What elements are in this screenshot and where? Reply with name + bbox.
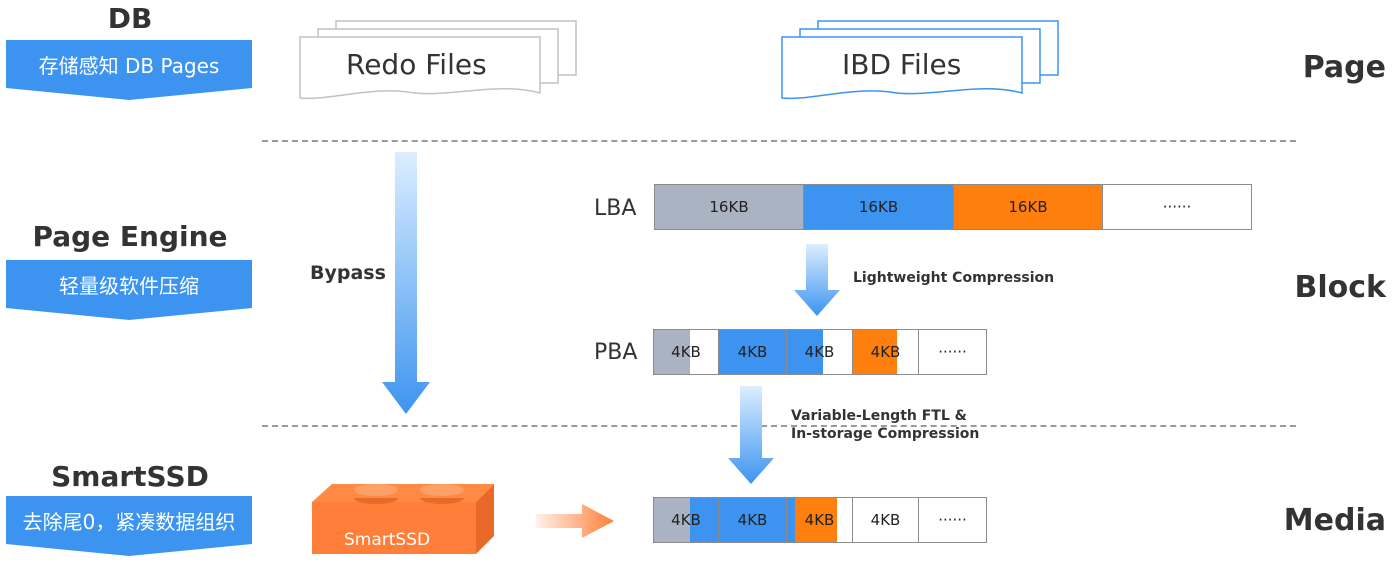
media-segment-text: 4KB <box>671 511 701 529</box>
pba-segment: 4KB <box>654 330 719 374</box>
ftl-label-line1: Variable-Length FTL & <box>791 408 967 424</box>
lba-segment: 16KB <box>804 185 954 229</box>
smartssd-device-label: SmartSSD <box>344 530 431 550</box>
pba-segment-text: 4KB <box>870 343 901 361</box>
smartssd-layer-tag-tail <box>6 544 252 556</box>
redo-files-icon <box>299 20 577 100</box>
compression-arrow-icon <box>794 244 840 316</box>
right-label-block: Block <box>1294 270 1387 305</box>
lba-label: LBA <box>594 196 637 221</box>
page-engine-layer-tag: 轻量级软件压缩 <box>6 260 252 308</box>
right-label-page: Page <box>1302 50 1386 85</box>
bypass-arrow-icon <box>382 152 430 414</box>
media-segment: 4KB <box>853 498 919 542</box>
smartssd-layer-title: SmartSSD <box>51 460 209 493</box>
lba-segment-ellipsis: ······ <box>1103 185 1251 229</box>
lba-segment: 16KB <box>655 185 804 229</box>
pba-bar: 4KB 4KB 4KB 4KB ······ <box>653 329 987 375</box>
lightweight-compression-label: Lightweight Compression <box>853 270 1055 286</box>
pba-segment-text: 4KB <box>671 343 701 361</box>
divider-page-block <box>262 140 1296 142</box>
ftl-arrow-icon <box>728 386 774 484</box>
pba-segment: 4KB <box>719 330 787 374</box>
smartssd-layer-tag: 去除尾0，紧凑数据组织 <box>6 496 252 544</box>
device-to-media-arrow-icon <box>536 504 614 538</box>
page-engine-layer-title: Page Engine <box>32 220 228 253</box>
ibd-files-label: IBD Files <box>842 48 962 81</box>
media-segment: 4KB <box>654 498 719 542</box>
db-layer-tag: 存储感知 DB Pages <box>6 40 252 88</box>
pba-segment-text: 4KB <box>804 343 835 361</box>
media-segment: 4KB <box>719 498 787 542</box>
media-segment-ellipsis: ······ <box>919 498 986 542</box>
pba-label: PBA <box>594 340 638 365</box>
pba-segment-ellipsis: ······ <box>919 330 986 374</box>
divider-block-media <box>262 425 1296 427</box>
smartssd-device-icon <box>312 484 494 554</box>
page-engine-layer-tag-tail <box>6 308 252 320</box>
media-segment-text: 4KB <box>804 511 835 529</box>
right-label-media: Media <box>1283 503 1386 538</box>
media-bar: 4KB 4KB 4KB 4KB ······ <box>653 497 987 543</box>
media-segment: 4KB <box>787 498 853 542</box>
bypass-label: Bypass <box>310 262 386 284</box>
db-layer-tag-tail <box>6 88 252 100</box>
pba-segment: 4KB <box>853 330 919 374</box>
lba-bar: 16KB 16KB 16KB ······ <box>654 184 1252 230</box>
ftl-label-line2: In-storage Compression <box>791 426 980 442</box>
pba-segment: 4KB <box>787 330 853 374</box>
ibd-files-icon <box>781 20 1059 100</box>
redo-files-label: Redo Files <box>346 48 487 81</box>
lba-segment: 16KB <box>954 185 1103 229</box>
db-layer-title: DB <box>107 2 153 35</box>
